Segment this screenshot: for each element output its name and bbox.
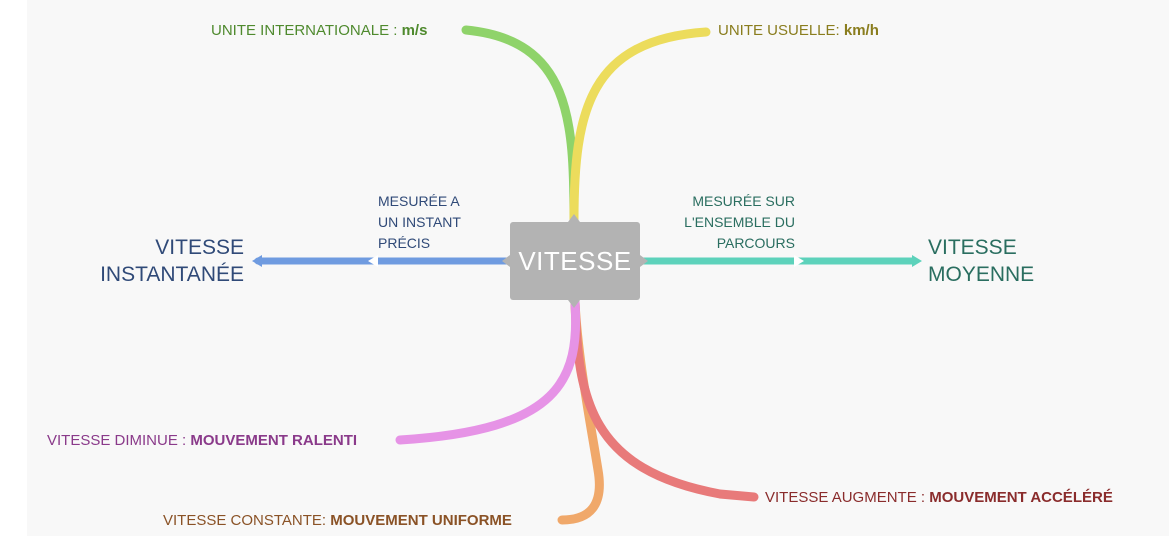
branch-node-right	[794, 255, 804, 267]
branch-unite-usuelle[interactable]	[569, 27, 711, 225]
label-prefix: VITESSE DIMINUE :	[47, 432, 191, 449]
branch-node-left	[368, 255, 378, 267]
desc-line: MESURÉE A	[378, 193, 460, 209]
node-title-line: MOYENNE	[928, 263, 1035, 286]
node-title-line: VITESSE	[928, 236, 1017, 259]
center-marker-top	[568, 214, 580, 222]
branch-tip-left	[252, 255, 262, 267]
label-bold: MOUVEMENT RALENTI	[190, 432, 358, 449]
label-prefix: VITESSE CONSTANTE:	[163, 512, 331, 529]
desc-line: PRÉCIS	[378, 235, 431, 251]
label-mouvement-ralenti[interactable]: VITESSE DIMINUE : MOUVEMENT RALENTI	[47, 432, 357, 450]
desc-line: L'ENSEMBLE DU	[684, 214, 795, 230]
branch-unite-internationale[interactable]	[461, 25, 579, 225]
label-bold: MOUVEMENT ACCÉLÉRÉ	[929, 489, 1113, 506]
branch-tip-right	[912, 255, 922, 267]
label-prefix: VITESSE AUGMENTE :	[765, 489, 930, 506]
label-unite-internationale[interactable]: UNITE INTERNATIONALE : m/s	[211, 22, 427, 40]
label-unite-usuelle[interactable]: UNITE USUELLE: km/h	[718, 22, 879, 40]
node-vitesse-instantanee[interactable]: VITESSE INSTANTANÉE	[84, 234, 244, 288]
desc-moyenne: MESURÉE SUR L'ENSEMBLE DU PARCOURS	[650, 191, 795, 254]
center-marker-right	[640, 255, 648, 267]
center-marker-bottom	[568, 300, 580, 308]
label-mouvement-accelere[interactable]: VITESSE AUGMENTE : MOUVEMENT ACCÉLÉRÉ	[765, 489, 1113, 507]
label-prefix: UNITE USUELLE:	[718, 22, 844, 39]
node-title-line: INSTANTANÉE	[100, 263, 244, 286]
label-mouvement-uniforme[interactable]: VITESSE CONSTANTE: MOUVEMENT UNIFORME	[163, 512, 512, 530]
branch-mouvement-ralenti[interactable]	[395, 297, 581, 445]
desc-line: MESURÉE SUR	[692, 193, 795, 209]
label-bold: MOUVEMENT UNIFORME	[330, 512, 512, 529]
central-node-label: VITESSE	[518, 245, 632, 276]
desc-line: UN INSTANT	[378, 214, 461, 230]
label-bold: m/s	[401, 22, 428, 39]
desc-line: PARCOURS	[716, 235, 795, 251]
node-vitesse-moyenne[interactable]: VITESSE MOYENNE	[928, 234, 1034, 288]
node-title-line: VITESSE	[155, 236, 244, 259]
center-marker-left	[502, 255, 510, 267]
label-bold: km/h	[843, 22, 879, 39]
label-prefix: UNITE INTERNATIONALE :	[211, 22, 402, 39]
central-node[interactable]: VITESSE	[510, 222, 640, 300]
desc-instantanee: MESURÉE A UN INSTANT PRÉCIS	[378, 191, 461, 254]
